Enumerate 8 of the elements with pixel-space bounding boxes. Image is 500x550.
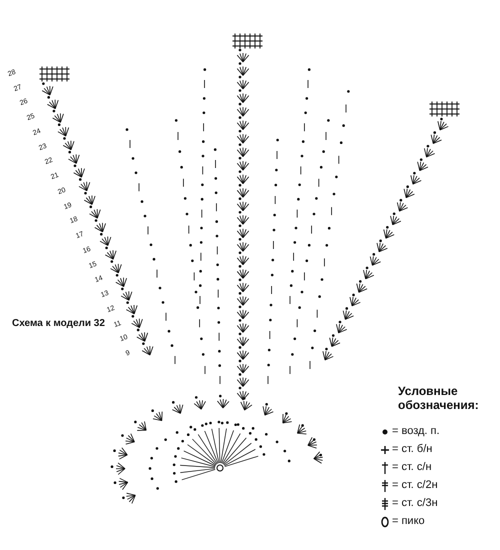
legend-text: = ст. с/3н <box>392 497 438 509</box>
legend-text: = ст. б/н <box>392 443 432 455</box>
legend-text: = пико <box>392 515 425 527</box>
legend-text: = ст. с/2н <box>392 479 438 491</box>
chart-caption: Схема к модели 32 <box>12 318 105 329</box>
legend-heading: Условные обозначения: <box>398 384 480 412</box>
legend-text: = возд. п. <box>392 425 440 437</box>
legend-text: = ст. с/н <box>392 461 432 473</box>
